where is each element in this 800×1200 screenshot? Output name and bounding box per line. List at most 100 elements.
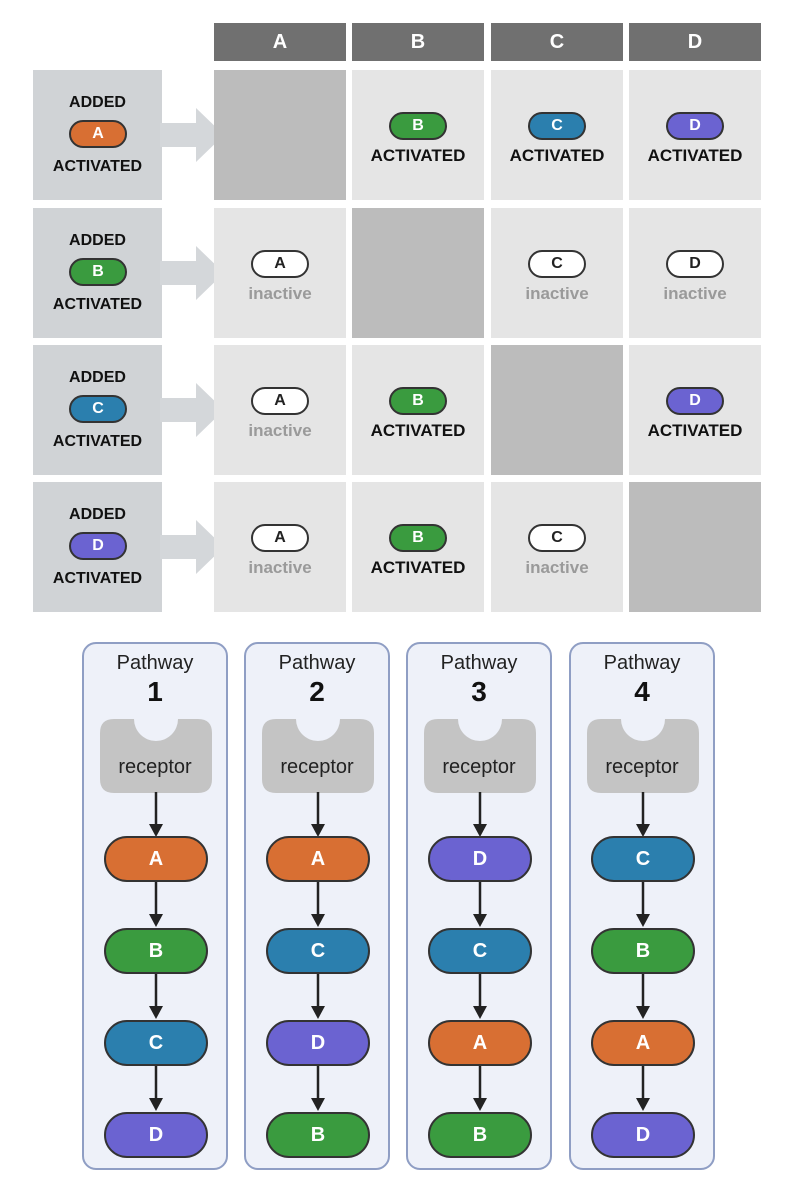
pathway-number: 2 xyxy=(309,676,325,707)
pathway-node-d: D xyxy=(104,1112,208,1158)
inactive-status: inactive xyxy=(525,558,589,577)
added-label: ADDED xyxy=(69,232,126,249)
protein-pill-d: D xyxy=(666,250,724,278)
receptor-label: receptor xyxy=(280,756,354,778)
added-label: ADDED xyxy=(69,506,126,523)
pathway-number: 3 xyxy=(471,676,487,707)
receptor-label: receptor xyxy=(605,756,679,778)
protein-pill-a: A xyxy=(251,524,309,552)
protein-pill-c: C xyxy=(528,112,586,140)
receptor-label: receptor xyxy=(442,756,516,778)
grid-cell xyxy=(352,208,484,338)
down-arrow-icon xyxy=(473,974,487,1019)
down-arrow-icon xyxy=(311,882,325,927)
activated-label: ACTIVATED xyxy=(52,296,143,313)
grid-cell: D ACTIVATED xyxy=(629,70,761,200)
pathway-node-b: B xyxy=(591,928,695,974)
protein-pill-b: B xyxy=(389,524,447,552)
pathway-node-b: B xyxy=(104,928,208,974)
down-arrow-icon xyxy=(149,974,163,1019)
down-arrow-icon xyxy=(636,792,650,837)
row-arrow-icon xyxy=(160,246,224,300)
protein-pill-d: D xyxy=(666,387,724,415)
pathway-number: 1 xyxy=(147,676,163,707)
down-arrow-icon xyxy=(473,882,487,927)
row-label-added-a: ADDED A ACTIVATED xyxy=(33,70,162,200)
down-arrow-icon xyxy=(149,882,163,927)
pathway-node-b: B xyxy=(428,1112,532,1158)
inactive-status: inactive xyxy=(248,421,312,440)
down-arrow-icon xyxy=(636,974,650,1019)
column-header-d: D xyxy=(629,23,761,61)
down-arrow-icon xyxy=(473,792,487,837)
pathway-title: Pathway xyxy=(440,652,518,674)
activated-label: ACTIVATED xyxy=(52,570,143,587)
protein-pill-a: A xyxy=(69,120,127,148)
activated-label: ACTIVATED xyxy=(52,433,143,450)
grid-cell xyxy=(491,345,623,475)
receptor-icon xyxy=(262,719,374,793)
pathway-title: Pathway xyxy=(116,652,194,674)
protein-pill-b: B xyxy=(389,112,447,140)
down-arrow-icon xyxy=(149,792,163,837)
protein-pill-c: C xyxy=(69,395,127,423)
inactive-status: inactive xyxy=(525,284,589,303)
protein-pill-d: D xyxy=(69,532,127,560)
activated-status: ACTIVATED xyxy=(370,146,466,165)
pathway-title: Pathway xyxy=(603,652,681,674)
down-arrow-icon xyxy=(311,974,325,1019)
down-arrow-icon xyxy=(636,1066,650,1111)
protein-pill-b: B xyxy=(69,258,127,286)
receptor-icon xyxy=(587,719,699,793)
inactive-status: inactive xyxy=(248,558,312,577)
protein-pill-b: B xyxy=(389,387,447,415)
down-arrow-icon xyxy=(636,882,650,927)
activated-label: ACTIVATED xyxy=(52,158,143,175)
column-header-a: A xyxy=(214,23,346,61)
receptor-label: receptor xyxy=(118,756,192,778)
added-label: ADDED xyxy=(69,369,126,386)
pathway-node-b: B xyxy=(266,1112,370,1158)
row-label-added-b: ADDED B ACTIVATED xyxy=(33,208,162,338)
activated-status: ACTIVATED xyxy=(370,558,466,577)
row-arrow-icon xyxy=(160,383,224,437)
protein-pill-c: C xyxy=(528,250,586,278)
protein-pill-a: A xyxy=(251,387,309,415)
receptor-icon xyxy=(100,719,212,793)
activated-status: ACTIVATED xyxy=(370,421,466,440)
pathway-node-a: A xyxy=(428,1020,532,1066)
grid-cell xyxy=(629,482,761,612)
pathway-node-d: D xyxy=(266,1020,370,1066)
protein-pill-a: A xyxy=(251,250,309,278)
inactive-status: inactive xyxy=(248,284,312,303)
down-arrow-icon xyxy=(311,1066,325,1111)
protein-pill-d: D xyxy=(666,112,724,140)
grid-cell: B ACTIVATED xyxy=(352,345,484,475)
added-label: ADDED xyxy=(69,94,126,111)
inactive-status: inactive xyxy=(663,284,727,303)
row-label-added-d: ADDED D ACTIVATED xyxy=(33,482,162,612)
pathway-number: 4 xyxy=(634,676,650,707)
down-arrow-icon xyxy=(149,1066,163,1111)
row-label-added-c: ADDED C ACTIVATED xyxy=(33,345,162,475)
pathway-node-c: C xyxy=(104,1020,208,1066)
pathway-title: Pathway xyxy=(278,652,356,674)
pathway-node-c: C xyxy=(591,836,695,882)
grid-cell: B ACTIVATED xyxy=(352,70,484,200)
receptor-icon xyxy=(424,719,536,793)
pathway-node-c: C xyxy=(266,928,370,974)
column-header-b: B xyxy=(352,23,484,61)
activated-status: ACTIVATED xyxy=(647,146,743,165)
